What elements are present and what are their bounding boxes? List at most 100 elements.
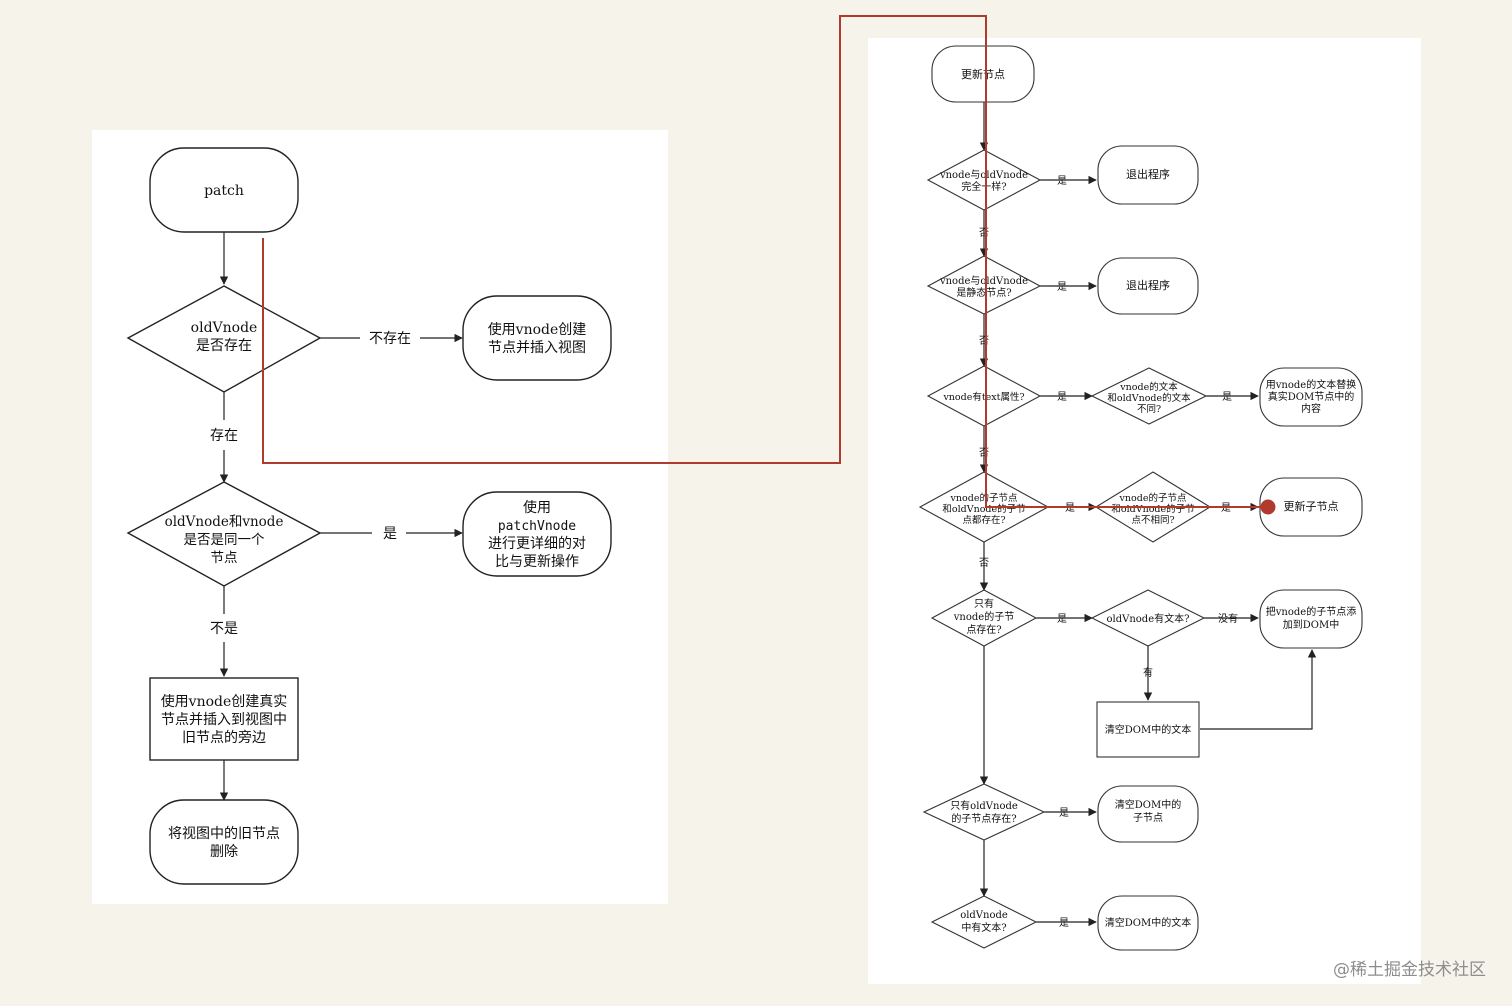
remove-old-node — [149, 799, 299, 885]
q-children-diff-line-1: vnode的子节点 — [1119, 492, 1187, 504]
q-only-old-line-2: 的子节点存在? — [951, 812, 1016, 825]
q2-line-1: oldVnode和vnode — [165, 514, 284, 530]
clear-children-line-1: 清空DOM中的 — [1115, 798, 1181, 811]
q1-yes-label: 存在 — [210, 428, 238, 444]
clear-text-bottom-label: 清空DOM中的文本 — [1105, 916, 1191, 929]
q1-line-2: 是否存在 — [196, 338, 252, 354]
clear-text-bottom-node — [1097, 895, 1199, 951]
clear-text-mid-label: 清空DOM中的文本 — [1105, 723, 1191, 736]
edge-label-yes-8: 是 — [1059, 807, 1069, 819]
add-children-node — [1259, 589, 1363, 649]
q-both-children-diamond — [918, 471, 1050, 543]
edge-label-yes-3: 是 — [1057, 391, 1067, 403]
q-children-diff-line-3: 点不相同? — [1131, 514, 1174, 526]
q-static-line-1: vnode与oldVnode — [939, 275, 1028, 287]
update-node-label: 更新节点 — [961, 67, 1005, 81]
q-text-label: vnode有text属性? — [942, 391, 1024, 403]
q1-no-label: 不存在 — [369, 331, 411, 347]
replace-text-line-3: 内容 — [1301, 402, 1321, 415]
edge-label-yes-4: 是 — [1222, 391, 1232, 403]
patch-label: patch — [204, 183, 244, 199]
clear-children-node — [1097, 785, 1199, 843]
q-both-line-1: vnode的子节点 — [950, 492, 1018, 504]
edge-label-yes-9: 是 — [1059, 917, 1069, 929]
q-same-diamond — [926, 149, 1042, 211]
q-only-vnode-line-2: vnode的子节 — [953, 610, 1014, 623]
highlight-connector-line — [262, 15, 1268, 508]
clear-children-line-2: 子节点 — [1133, 812, 1163, 824]
q-only-vnode-line-1: 只有 — [974, 597, 994, 610]
edge-label-no-4: 否 — [979, 557, 989, 569]
q2-no-label: 不是 — [210, 621, 238, 637]
update-node-start — [931, 45, 1035, 103]
patch-vnode-line-3: 进行更详细的对 — [488, 536, 586, 552]
highlight-connector-dot — [1260, 499, 1276, 515]
q-text-diff-line-1: vnode的文本 — [1119, 381, 1178, 393]
create-real-node-box — [149, 677, 299, 761]
q-only-old-line-1: 只有oldVnode — [950, 799, 1018, 812]
q-old-has-text-label: oldVnode有文本? — [1107, 612, 1190, 625]
q-old-text-line-2: 中有文本? — [961, 921, 1006, 934]
right-flow: 更新节点 vnode与oldVnode 完全一样? 退出程序 vnode与old… — [918, 45, 1363, 951]
q-text-diff-line-2: 和oldVnode的文本 — [1107, 392, 1191, 404]
clear-text-mid-box — [1096, 701, 1200, 758]
q-only-old-children-diamond — [922, 783, 1046, 841]
replace-text-line-1: 用vnode的文本替换 — [1266, 378, 1356, 391]
q-same-line-2: 完全一样? — [961, 180, 1006, 193]
q2-line-3: 节点 — [211, 550, 238, 566]
q-static-diamond — [926, 255, 1042, 315]
watermark: @稀土掘金技术社区 — [1333, 960, 1486, 980]
q-only-vnode-line-3: 点存在? — [966, 623, 1001, 636]
q-children-diff-line-2: 和oldVnode的子节 — [1111, 503, 1194, 515]
create-node-insert-view-node — [462, 295, 612, 381]
add-children-line-2: 加到DOM中 — [1283, 618, 1339, 631]
q-text-diff-line-3: 不同? — [1137, 404, 1161, 415]
patch-vnode-line-1: 使用 — [523, 499, 551, 516]
replace-text-line-2: 真实DOM节点中的 — [1268, 390, 1354, 403]
same-vnode-diamond — [126, 481, 322, 587]
q-old-has-text-diamond — [1090, 589, 1206, 647]
edge-label-yes-7: 是 — [1057, 613, 1067, 625]
q-only-vnode-children-diamond — [930, 589, 1038, 647]
remove-old-line-1: 将视图中的旧节点 — [168, 826, 280, 842]
create-insert-line-1: 使用vnode创建真实 — [161, 693, 288, 710]
remove-old-line-2: 删除 — [210, 844, 238, 860]
edge-label-yes-1: 是 — [1057, 175, 1067, 187]
patch-vnode-node — [462, 491, 612, 577]
create-new-line-2: 节点并插入视图 — [488, 340, 586, 356]
edge-label-none: 没有 — [1218, 612, 1238, 625]
q2-line-2: 是否是同一个 — [184, 532, 265, 548]
add-children-line-1: 把vnode的子节点添 — [1266, 605, 1356, 618]
update-children-label: 更新子节点 — [1284, 499, 1339, 513]
q2-yes-label: 是 — [383, 526, 397, 542]
q-static-line-2: 是静态节点? — [956, 286, 1011, 299]
patch-node — [149, 147, 299, 233]
q-both-line-3: 点都存在? — [962, 514, 1005, 526]
exit-node-1 — [1097, 145, 1199, 205]
q-same-line-1: vnode与oldVnode — [939, 169, 1028, 181]
patch-vnode-line-4: 比与更新操作 — [495, 554, 579, 570]
create-insert-line-2: 节点并插入到视图中 — [161, 712, 287, 728]
exit-2-label: 退出程序 — [1126, 278, 1170, 292]
q-old-text-line-1: oldVnode — [960, 910, 1008, 921]
q-text-diamond — [926, 365, 1042, 427]
edge-label-no-3: 否 — [979, 447, 989, 459]
exit-1-label: 退出程序 — [1126, 167, 1170, 181]
q1-line-1: oldVnode — [191, 320, 258, 336]
create-new-line-1: 使用vnode创建 — [488, 321, 587, 338]
edge-label-yes-2: 是 — [1057, 281, 1067, 293]
edge-label-has: 有 — [1143, 666, 1153, 679]
q-both-line-2: 和oldVnode的子节 — [942, 503, 1025, 515]
edge-label-no-1: 否 — [979, 227, 989, 239]
replace-text-node — [1259, 367, 1363, 427]
exit-node-2 — [1097, 257, 1199, 315]
patch-vnode-line-2: patchVnode — [498, 519, 576, 534]
q-old-text-diamond — [930, 895, 1038, 949]
left-flow: patch oldVnode 是否存在 不存在 使用vnode创建 节点并插入视… — [126, 147, 612, 885]
q-text-diff-diamond — [1090, 367, 1208, 425]
edge-label-no-2: 否 — [979, 335, 989, 347]
old-vnode-exists-diamond — [126, 285, 322, 393]
create-insert-line-3: 旧节点的旁边 — [182, 729, 266, 746]
edge-clear-to-add — [1200, 649, 1317, 730]
